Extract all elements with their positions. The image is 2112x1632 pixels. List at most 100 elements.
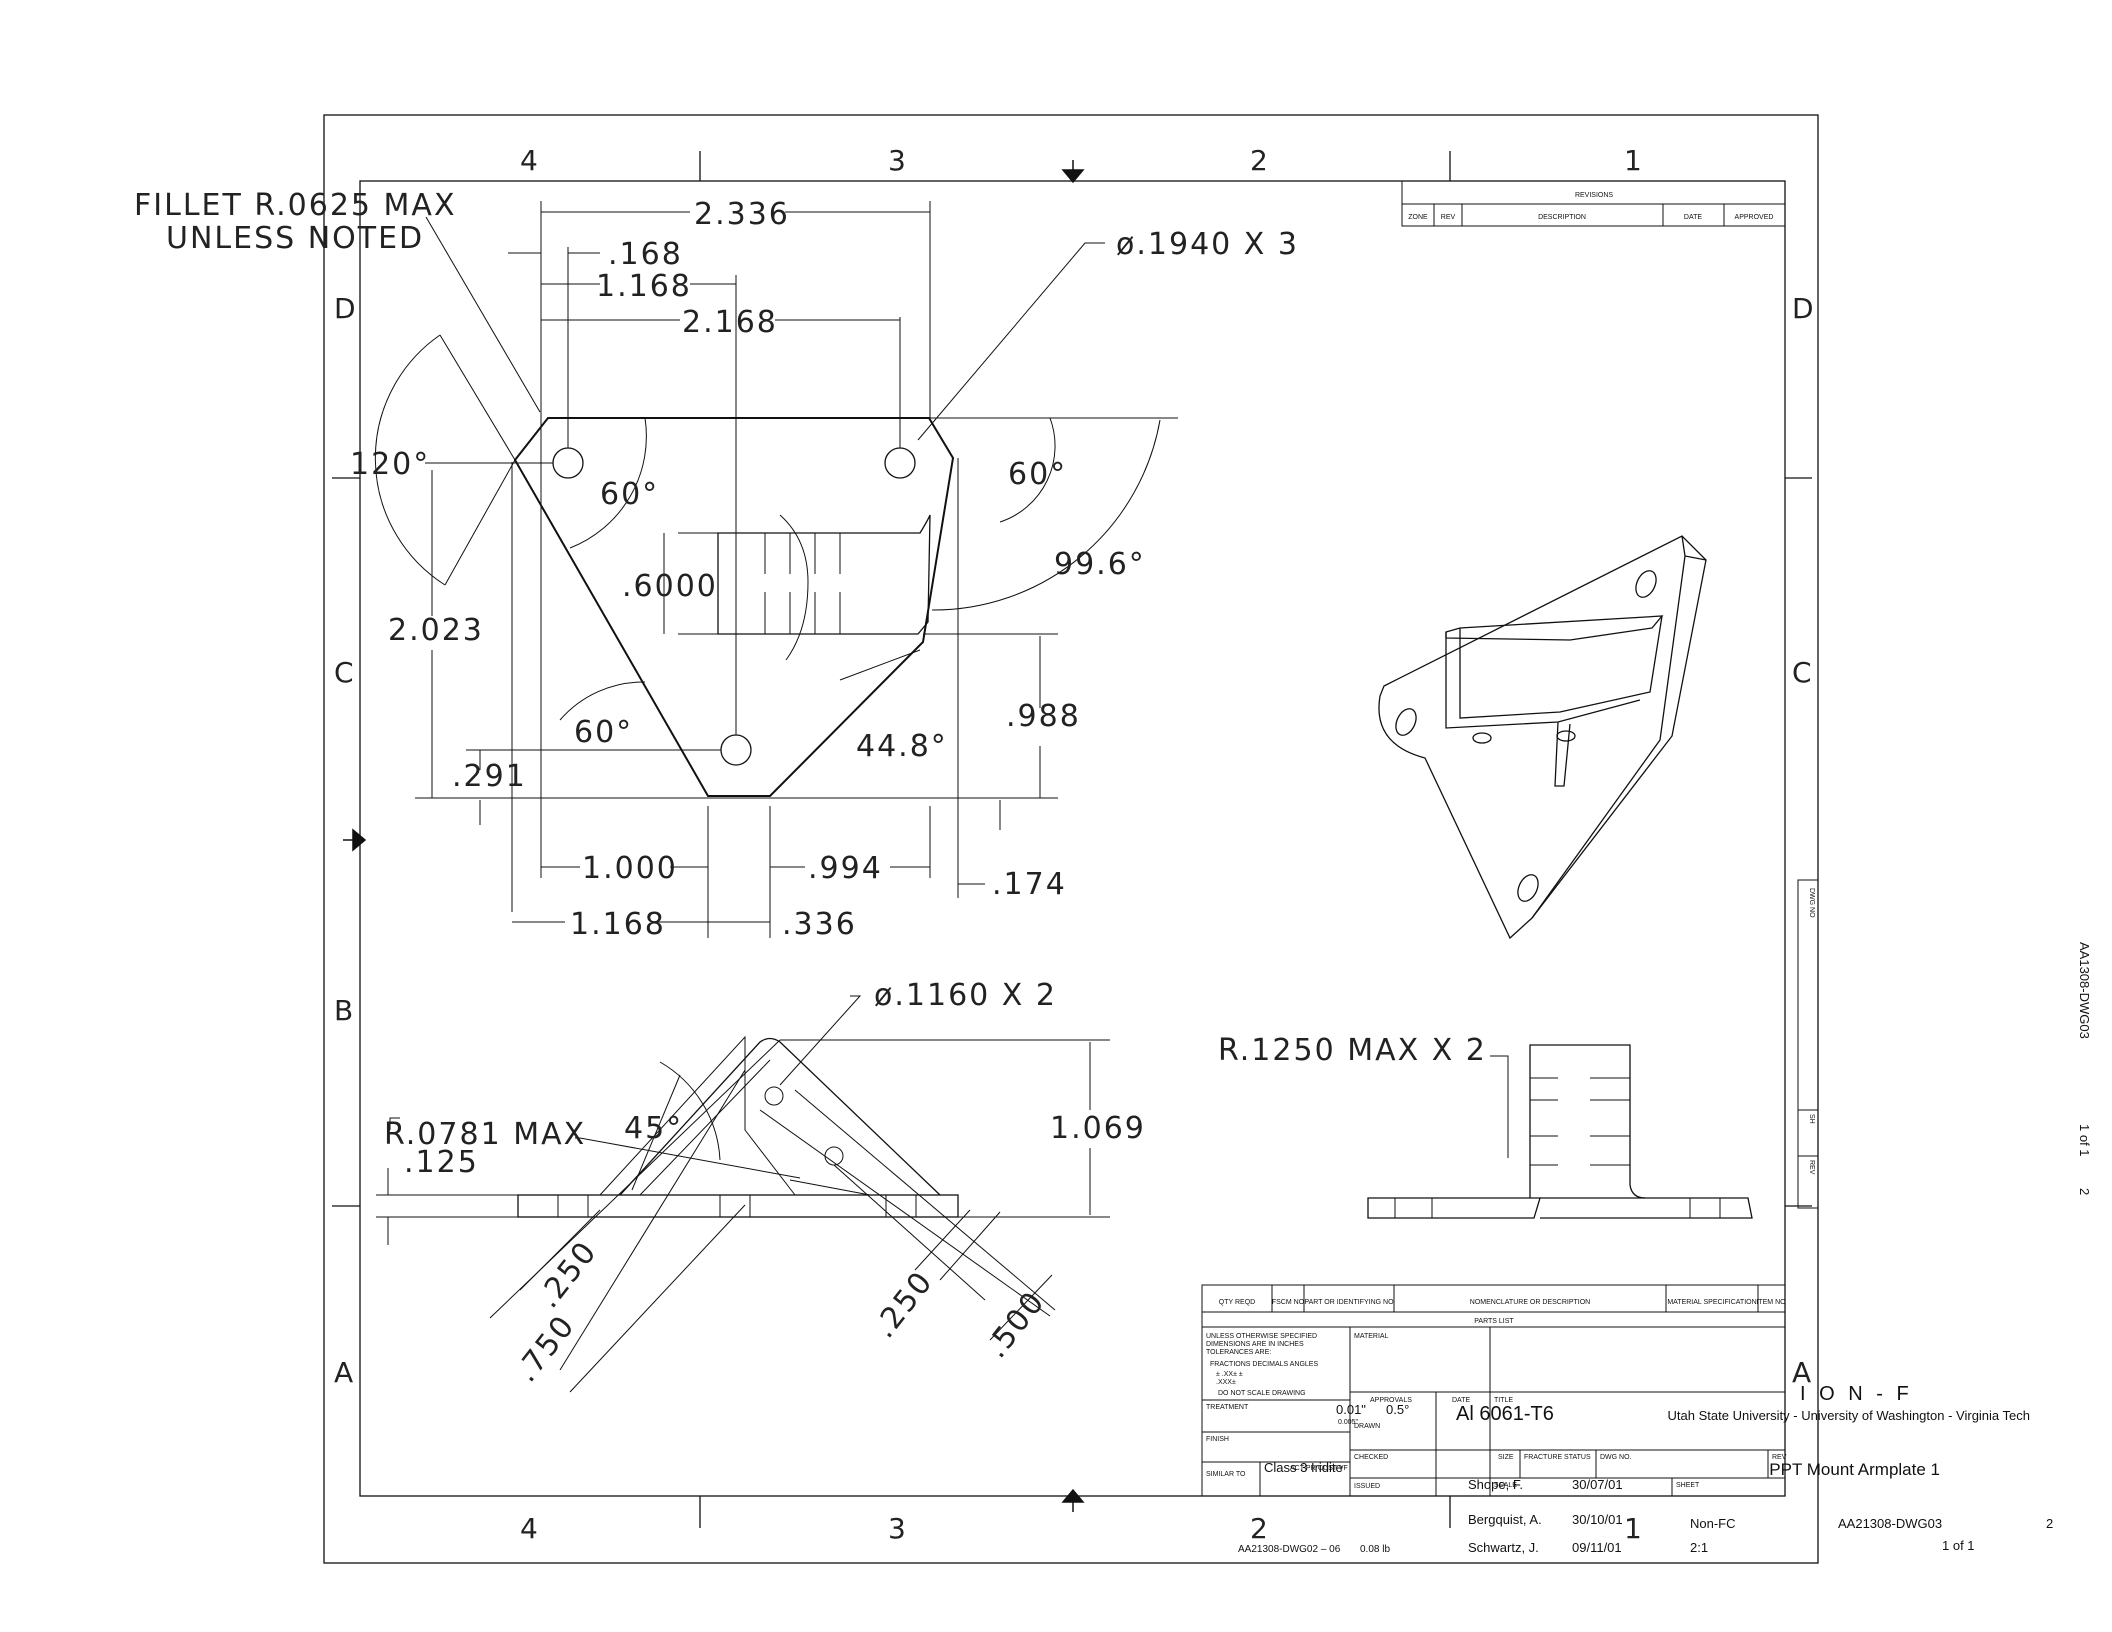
strip-dwg-no: AA1308-DWG03 bbox=[2077, 942, 2092, 1039]
dim-44-8-deg: 44.8° bbox=[856, 729, 948, 764]
rev-header-zone: ZONE bbox=[1408, 214, 1428, 221]
material-label: MATERIAL bbox=[1354, 1333, 1389, 1340]
act-label: ACT PR bbox=[1290, 1465, 1316, 1472]
dim-168: .168 bbox=[608, 237, 683, 272]
drawn-by: Shope, F. bbox=[1468, 1477, 1523, 1492]
material-value: Al 6061-T6 bbox=[1456, 1403, 1554, 1425]
parts-header-part: PART OR IDENTIFYING NO bbox=[1304, 1299, 1394, 1306]
dim-45-deg: 45° bbox=[624, 1111, 683, 1146]
tol-angle: 0.5° bbox=[1386, 1402, 1409, 1417]
fillet-note-line2: UNLESS NOTED bbox=[166, 221, 424, 256]
zone-col-2-top: 2 bbox=[1250, 144, 1268, 177]
zone-col-4-top: 4 bbox=[520, 144, 538, 177]
zone-row-c-left: C bbox=[334, 656, 354, 689]
dim-1-069: 1.069 bbox=[1050, 1111, 1146, 1146]
dim-60-deg-c: 60° bbox=[574, 715, 633, 750]
dim-988: .988 bbox=[1006, 699, 1081, 734]
hole-bottom-note: ø.1160 X 2 bbox=[874, 978, 1057, 1013]
drawn-label: DRAWN bbox=[1354, 1423, 1380, 1430]
parts-header-material: MATERIAL SPECIFICATION bbox=[1667, 1299, 1756, 1306]
strip-sheet: 1 of 1 bbox=[2077, 1124, 2092, 1157]
zone-row-c-right: C bbox=[1792, 656, 1812, 689]
left-center-arrow bbox=[343, 828, 367, 852]
parts-header-nomenclature: NOMENCLATURE OR DESCRIPTION bbox=[1470, 1299, 1590, 1306]
org-name: Utah State University - University of Wa… bbox=[1668, 1408, 2030, 1423]
title-block-grid bbox=[1201, 1326, 1786, 1497]
treatment-label: TREATMENT bbox=[1206, 1404, 1249, 1411]
hole-3 bbox=[720, 734, 752, 766]
dim-750: .750 bbox=[509, 1308, 583, 1388]
unless-line-2: DIMENSIONS ARE IN INCHES bbox=[1206, 1341, 1304, 1348]
unless-line-3: TOLERANCES ARE: bbox=[1206, 1349, 1271, 1356]
dim-250-b: .250 bbox=[867, 1264, 941, 1344]
dim-2-023: 2.023 bbox=[388, 613, 484, 648]
rev-header-approved: APPROVED bbox=[1735, 214, 1774, 221]
dim-6000: .6000 bbox=[622, 569, 718, 604]
parts-list-title: PARTS LIST bbox=[1474, 1318, 1514, 1325]
parts-header-item: ITEM NO bbox=[1756, 1299, 1786, 1306]
dwg-no-label: DWG NO. bbox=[1600, 1454, 1632, 1461]
bottom-center-arrow bbox=[1061, 1488, 1085, 1512]
issued-label: ISSUED bbox=[1354, 1483, 1380, 1490]
strip-rev-label: REV bbox=[1808, 1160, 1815, 1175]
similar-value: AA21308-DWG02 – 06 bbox=[1238, 1544, 1341, 1555]
dim-2-336: 2.336 bbox=[694, 197, 790, 232]
dim-1-000: 1.000 bbox=[582, 851, 678, 886]
strip-sh-label: SH bbox=[1808, 1114, 1815, 1124]
rev-label: REV bbox=[1772, 1454, 1787, 1461]
zone-col-2-bottom: 2 bbox=[1250, 1512, 1268, 1545]
dim-1-168-bottom: 1.168 bbox=[570, 907, 666, 942]
zone-col-1-bottom: 1 bbox=[1624, 1512, 1642, 1545]
drawn-date: 30/07/01 bbox=[1572, 1477, 1623, 1492]
tol-decimal: 0.01" bbox=[1336, 1402, 1366, 1417]
zone-row-a-right: A bbox=[1792, 1356, 1811, 1389]
unless-line-6: .XXX± bbox=[1216, 1379, 1236, 1386]
finish-label: FINISH bbox=[1206, 1436, 1229, 1443]
plate-tab bbox=[717, 514, 931, 635]
finish-value: Class 3 Iridite bbox=[1264, 1460, 1343, 1475]
dim-174: .174 bbox=[992, 867, 1067, 902]
unless-line-1: UNLESS OTHERWISE SPECIFIED bbox=[1206, 1333, 1317, 1340]
dim-336: .336 bbox=[782, 907, 857, 942]
parts-header-qty: QTY REQD bbox=[1219, 1299, 1255, 1306]
plate-top-view bbox=[374, 201, 1178, 938]
size-label: SIZE bbox=[1498, 1454, 1514, 1461]
zone-col-1-top: 1 bbox=[1624, 144, 1642, 177]
dim-60-deg-b: 60° bbox=[1008, 457, 1067, 492]
org-code: I O N - F bbox=[1800, 1383, 1913, 1405]
zone-row-b-left: B bbox=[334, 994, 353, 1027]
title-label: TITLE bbox=[1494, 1397, 1513, 1404]
weight-value: 0.08 lb bbox=[1360, 1544, 1390, 1555]
dwg-no-value: AA21308-DWG03 bbox=[1838, 1516, 1942, 1531]
radius-r125-note: R.1250 MAX X 2 bbox=[1218, 1033, 1487, 1068]
hole-top-note: ø.1940 X 3 bbox=[1116, 227, 1299, 262]
approvals-label: APPROVALS bbox=[1370, 1397, 1412, 1404]
dim-1-168-top: 1.168 bbox=[596, 269, 692, 304]
unless-line-5: ± .XX± ± bbox=[1216, 1371, 1243, 1378]
radius-r0781-note: R.0781 MAX bbox=[384, 1117, 586, 1152]
dim-994: .994 bbox=[808, 851, 883, 886]
parts-header-fscm: FSCM NO bbox=[1272, 1299, 1305, 1306]
parts-list bbox=[1201, 1284, 1786, 1328]
tol-decimal3: 0.005" bbox=[1338, 1419, 1359, 1426]
dim-291: .291 bbox=[452, 759, 527, 794]
side-strip bbox=[1797, 879, 1819, 1209]
rev-header-date: DATE bbox=[1684, 214, 1702, 221]
hole-2 bbox=[884, 447, 916, 479]
dim-60-deg-a: 60° bbox=[600, 477, 659, 512]
strip-rev: 2 bbox=[2077, 1188, 2092, 1195]
unless-line-7: DO NOT SCALE DRAWING bbox=[1218, 1390, 1306, 1397]
similar-label: SIMILAR TO bbox=[1206, 1471, 1246, 1478]
fracture-label: FRACTURE STATUS bbox=[1524, 1454, 1591, 1461]
sheet-value: 1 of 1 bbox=[1942, 1538, 1975, 1553]
rev-value: 2 bbox=[2046, 1516, 2053, 1531]
zone-col-3-top: 3 bbox=[888, 144, 906, 177]
zone-row-d-left: D bbox=[334, 292, 356, 325]
checked-label: CHECKED bbox=[1354, 1454, 1388, 1461]
sheet-label: SHEET bbox=[1676, 1482, 1700, 1489]
issued-by: Schwartz, J. bbox=[1468, 1540, 1539, 1555]
zone-row-a-left: A bbox=[334, 1356, 353, 1389]
fillet-note-line1: FILLET R.0625 MAX bbox=[134, 188, 457, 223]
outer-border bbox=[323, 114, 1819, 1564]
drawing-title: PPT Mount Armplate 1 bbox=[1769, 1460, 1940, 1479]
